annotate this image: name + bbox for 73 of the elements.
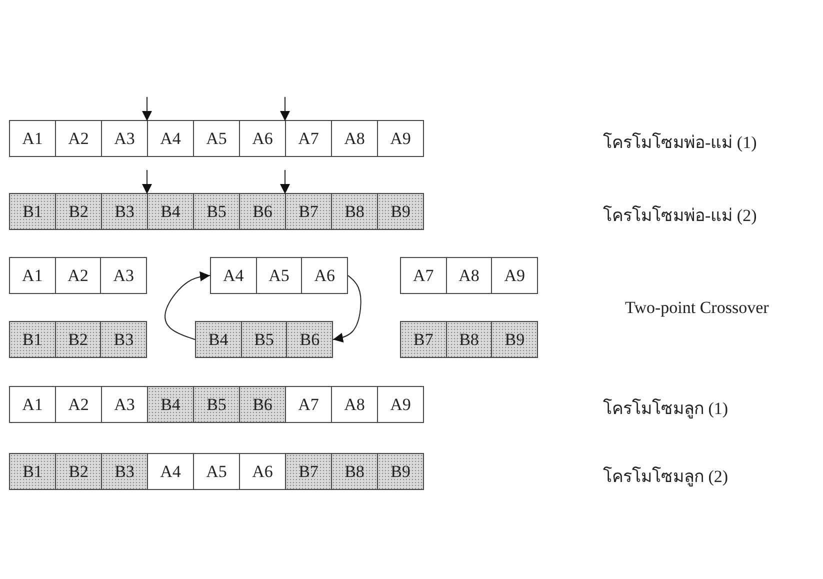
gene-cell: A2 <box>54 258 100 293</box>
gene-cell: B6 <box>239 194 285 229</box>
gene-cell: B9 <box>377 194 423 229</box>
gene-cell: B7 <box>285 454 331 489</box>
gene-cell: B9 <box>491 322 538 357</box>
gene-cell: B5 <box>240 322 286 357</box>
row-label: โครโมโซมพ่อ-แม่ (2) <box>603 204 757 227</box>
gene-cell: B8 <box>331 194 377 229</box>
gene-cell: B2 <box>54 322 100 357</box>
gene-cell: A6 <box>239 121 285 156</box>
gene-cell: A9 <box>491 258 538 293</box>
gene-cell: A4 <box>211 258 256 293</box>
gene-cell: A2 <box>55 387 101 422</box>
gene-cell: A2 <box>55 121 101 156</box>
chromosome-bar <box>195 321 333 358</box>
chromosome-bar <box>210 257 348 294</box>
gene-cell: A4 <box>147 454 193 489</box>
gene-cell: A1 <box>10 121 55 156</box>
gene-cell: B1 <box>10 454 55 489</box>
gene-cell: A8 <box>446 258 492 293</box>
gene-cell: A3 <box>101 121 147 156</box>
gene-cell: A4 <box>147 121 193 156</box>
row-label: Two-point Crossover <box>625 298 769 318</box>
gene-cell: A8 <box>331 387 377 422</box>
gene-cell: A1 <box>10 387 55 422</box>
gene-cell: B1 <box>10 194 55 229</box>
row-label: โครโมโซมลูก (1) <box>603 398 728 420</box>
row-label: โครโมโซมพ่อ-แม่ (1) <box>603 132 757 154</box>
chromosome-bar <box>9 257 147 294</box>
gene-cell: A3 <box>100 258 146 293</box>
chromosome-bar <box>9 193 424 230</box>
gene-cell: A7 <box>401 258 446 293</box>
row-label: โครโมโซมลูก (2) <box>603 466 728 488</box>
arrow <box>280 96 290 122</box>
gene-cell: A6 <box>301 258 348 293</box>
arrow <box>142 170 152 194</box>
arrow <box>164 271 210 340</box>
gene-cell: B3 <box>101 454 147 489</box>
gene-cell: B4 <box>147 387 193 422</box>
gene-cell: B7 <box>285 194 331 229</box>
gene-cell: B4 <box>147 194 193 229</box>
gene-cell: B9 <box>377 454 423 489</box>
arrow <box>280 170 290 194</box>
gene-cell: B6 <box>239 387 285 422</box>
chromosome-bar <box>9 386 424 423</box>
chromosome-bar <box>9 321 147 358</box>
gene-cell: A9 <box>377 387 423 422</box>
gene-cell: B2 <box>55 454 101 489</box>
gene-cell: A8 <box>331 121 377 156</box>
gene-cell: A7 <box>285 387 331 422</box>
gene-cell: B4 <box>196 322 241 357</box>
gene-cell: A5 <box>193 121 239 156</box>
chromosome-bar <box>400 257 538 294</box>
gene-cell: B6 <box>286 322 332 357</box>
gene-cell: B3 <box>101 194 147 229</box>
gene-cell: B7 <box>401 322 446 357</box>
gene-cell: A9 <box>377 121 423 156</box>
chromosome-bar <box>9 120 424 157</box>
gene-cell: A5 <box>193 454 239 489</box>
gene-cell: B8 <box>331 454 377 489</box>
arrow <box>332 275 362 343</box>
gene-cell: A5 <box>256 258 302 293</box>
gene-cell: A7 <box>285 121 331 156</box>
gene-cell: B8 <box>446 322 492 357</box>
gene-cell: A1 <box>10 258 55 293</box>
chromosome-bar <box>9 453 424 490</box>
arrow <box>142 96 152 122</box>
chromosome-bar <box>400 321 538 358</box>
gene-cell: B1 <box>10 322 55 357</box>
gene-cell: B3 <box>100 322 146 357</box>
gene-cell: B5 <box>193 387 239 422</box>
gene-cell: B5 <box>193 194 239 229</box>
gene-cell: B2 <box>55 194 101 229</box>
